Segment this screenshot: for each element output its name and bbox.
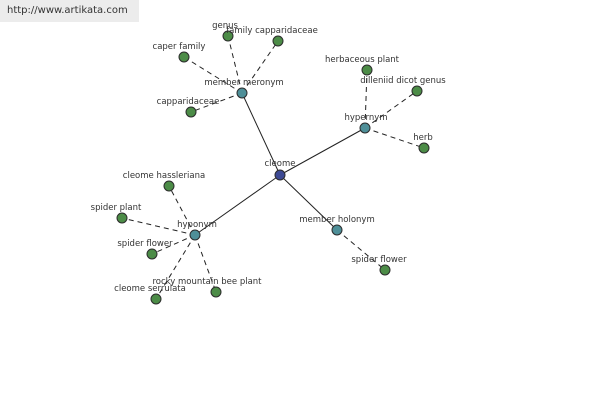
node-label-cleome-hassleriana: cleome hassleriana bbox=[123, 171, 205, 181]
node-cleome-serrulata[interactable] bbox=[150, 293, 162, 305]
edge-member-meronym-to-caper-family bbox=[183, 56, 243, 94]
edge-member-holonym-to-spider-flower-2 bbox=[336, 229, 386, 271]
node-dilleniid-dicot-genus[interactable] bbox=[411, 85, 423, 97]
node-spider-plant[interactable] bbox=[116, 212, 128, 224]
node-family-capparidaceae[interactable] bbox=[272, 35, 284, 47]
edge-hyponym-to-cleome-hassleriana bbox=[168, 185, 196, 236]
node-herb[interactable] bbox=[418, 142, 430, 154]
node-cleome-hassleriana[interactable] bbox=[163, 180, 175, 192]
edges-layer bbox=[121, 35, 425, 300]
node-label-family-capparidaceae: family capparidaceae bbox=[226, 26, 318, 36]
node-label-genus: genus bbox=[212, 21, 238, 31]
node-hypernym[interactable] bbox=[359, 122, 371, 134]
edge-hyponym-to-cleome-serrulata bbox=[155, 234, 196, 300]
node-label-member-meronym: member meronym bbox=[204, 78, 283, 88]
node-label-hyponym: hyponym bbox=[177, 220, 217, 230]
node-cleome[interactable] bbox=[274, 169, 286, 181]
edge-hyponym-to-spider-flower-1 bbox=[151, 234, 196, 255]
node-label-cleome-serrulata: cleome serrulata bbox=[114, 284, 186, 294]
node-label-herb: herb bbox=[413, 133, 433, 143]
node-capparidaceae[interactable] bbox=[185, 106, 197, 118]
node-rocky-mountain-bee-plant[interactable] bbox=[210, 286, 222, 298]
node-label-caper-family: caper family bbox=[153, 42, 206, 52]
edge-hyponym-to-spider-plant bbox=[121, 217, 196, 236]
node-member-meronym[interactable] bbox=[236, 87, 248, 99]
edge-member-meronym-to-capparidaceae bbox=[190, 92, 243, 113]
nodes-layer bbox=[116, 30, 430, 305]
edge-hypernym-to-herbaceous-plant bbox=[364, 69, 368, 129]
labels-layer: cleome member meronym hypernym hyponym membe… bbox=[91, 21, 447, 294]
edge-member-meronym-to-family-capparidaceae bbox=[241, 40, 279, 94]
node-spider-flower-1[interactable] bbox=[146, 248, 158, 260]
edge-cleome-to-member-holonym bbox=[279, 174, 338, 231]
node-label-hypernym: hypernym bbox=[344, 113, 387, 123]
edge-cleome-to-hypernym bbox=[279, 127, 366, 176]
node-hyponym[interactable] bbox=[189, 229, 201, 241]
edge-hyponym-to-rocky-mountain-bee-plant bbox=[194, 234, 217, 293]
edge-hypernym-to-herb bbox=[364, 127, 425, 149]
edge-hypernym-to-dilleniid-dicot-genus bbox=[364, 90, 418, 129]
node-label-spider-flower-2: spider flower bbox=[351, 255, 407, 265]
edge-cleome-to-hyponym bbox=[194, 174, 281, 236]
node-label-cleome: cleome bbox=[265, 159, 296, 169]
node-label-rocky-mountain-bee-plant: rocky mountain bee plant bbox=[152, 277, 262, 287]
node-member-holonym[interactable] bbox=[331, 224, 343, 236]
node-caper-family[interactable] bbox=[178, 51, 190, 63]
watermark-url: http://www.artikata.com bbox=[0, 0, 139, 22]
node-label-member-holonym: member holonym bbox=[299, 215, 374, 225]
node-label-spider-plant: spider plant bbox=[91, 203, 142, 213]
edge-member-meronym-to-genus bbox=[227, 35, 243, 94]
node-label-spider-flower-1: spider flower bbox=[117, 239, 173, 249]
node-label-herbaceous-plant: herbaceous plant bbox=[325, 55, 400, 65]
node-genus[interactable] bbox=[222, 30, 234, 42]
edge-cleome-to-member-meronym bbox=[241, 92, 281, 176]
node-label-dilleniid-dicot-genus: dilleniid dicot genus bbox=[360, 76, 446, 86]
node-spider-flower-2[interactable] bbox=[379, 264, 391, 276]
node-herbaceous-plant[interactable] bbox=[361, 64, 373, 76]
node-label-capparidaceae: capparidaceae bbox=[157, 97, 220, 107]
